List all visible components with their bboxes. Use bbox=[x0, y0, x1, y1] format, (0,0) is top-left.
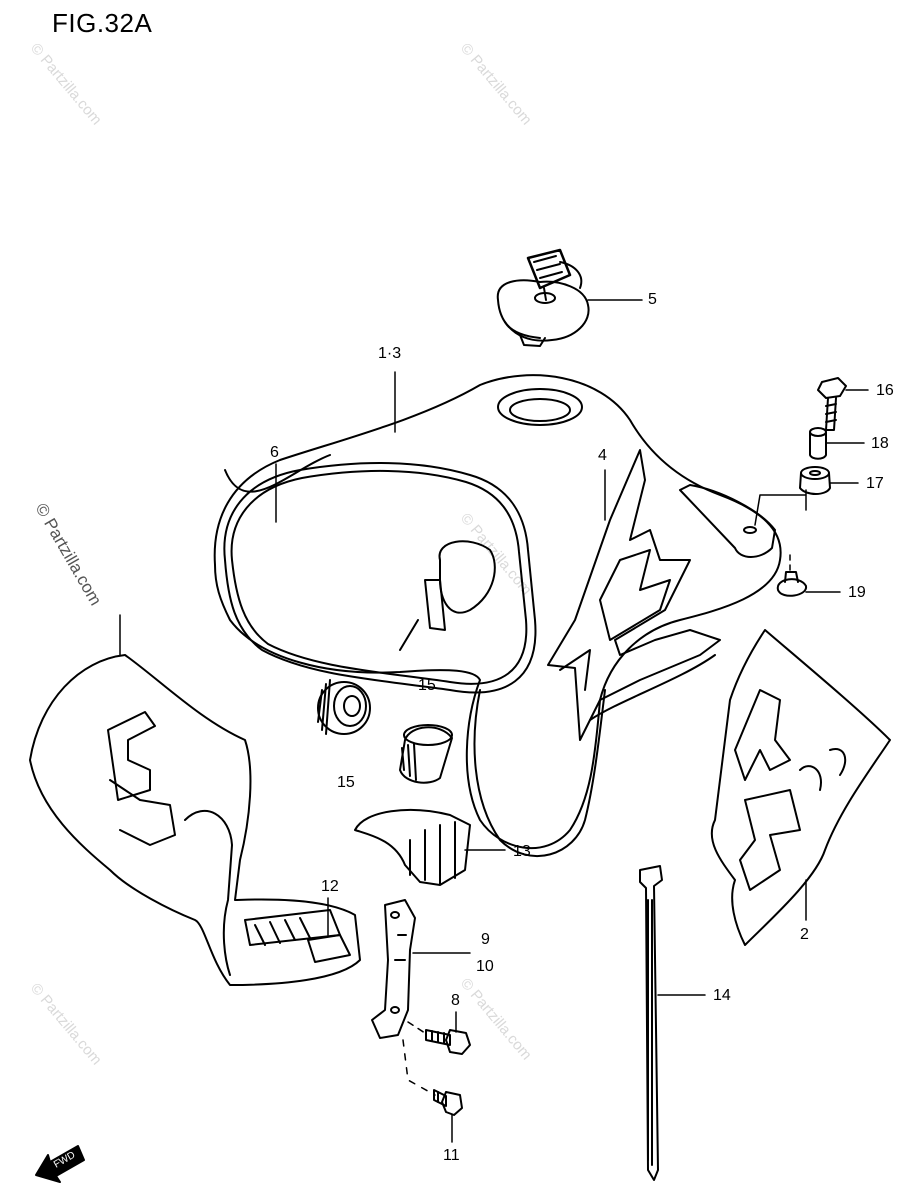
callout-15-upper: 15 bbox=[418, 677, 436, 694]
fuel-cap bbox=[496, 248, 590, 347]
callout-9: 9 bbox=[481, 931, 490, 948]
grommet-19 bbox=[776, 571, 807, 597]
collar-18 bbox=[809, 427, 827, 460]
callout-14: 14 bbox=[713, 987, 731, 1004]
leader-lines bbox=[119, 299, 869, 1143]
callout-2: 2 bbox=[800, 926, 809, 943]
callout-10: 10 bbox=[476, 958, 494, 975]
callout-19: 19 bbox=[848, 584, 866, 601]
tank-emblem-decal bbox=[547, 449, 721, 741]
bolt-8 bbox=[425, 1029, 471, 1055]
callout-17: 17 bbox=[866, 475, 884, 492]
callout-5: 5 bbox=[648, 291, 657, 308]
callout-11: 11 bbox=[443, 1147, 460, 1164]
callout-8: 8 bbox=[451, 992, 460, 1009]
callout-13: 13 bbox=[513, 843, 531, 860]
fuel-tank bbox=[213, 374, 782, 850]
guide-lines bbox=[754, 489, 807, 576]
cushion-15-left bbox=[317, 679, 371, 735]
cable-tie-14 bbox=[639, 865, 663, 1181]
cushion-15-right bbox=[399, 724, 453, 784]
assembly-dash bbox=[402, 1039, 436, 1096]
cushion-17 bbox=[799, 466, 831, 495]
bolt-11 bbox=[433, 1089, 463, 1116]
bracket-9-10 bbox=[371, 899, 416, 1039]
callout-18: 18 bbox=[871, 435, 889, 452]
bolt-16 bbox=[817, 377, 847, 431]
callout-1-3: 1·3 bbox=[378, 345, 402, 362]
side-decal-right bbox=[710, 629, 891, 946]
callout-4: 4 bbox=[598, 447, 607, 464]
callout-15-lower: 15 bbox=[337, 774, 355, 791]
side-cover-left bbox=[29, 654, 361, 986]
tank-seal bbox=[223, 462, 537, 694]
callout-12: 12 bbox=[321, 878, 339, 895]
figure-title: FIG.32A bbox=[52, 8, 153, 38]
cushion-13 bbox=[354, 809, 471, 886]
callout-16: 16 bbox=[876, 382, 894, 399]
forward-arrow-icon bbox=[35, 1145, 85, 1183]
tank-lower bbox=[473, 689, 606, 857]
callout-6: 6 bbox=[270, 444, 279, 461]
